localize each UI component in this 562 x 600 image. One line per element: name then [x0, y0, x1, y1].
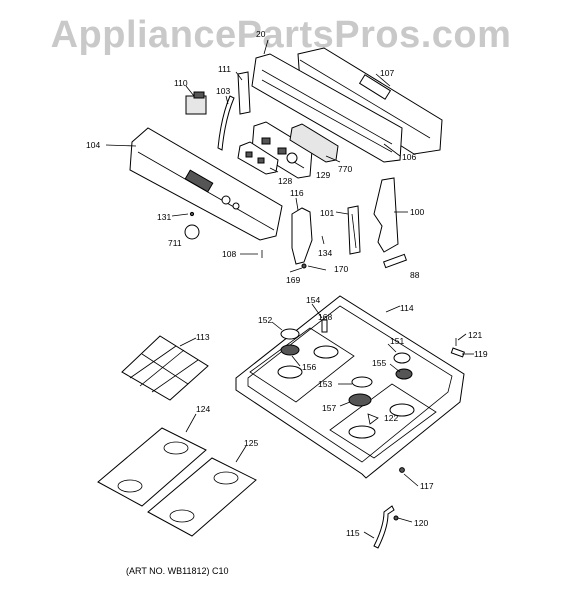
callout-170: 170: [334, 264, 348, 274]
callout-117: 117: [420, 481, 434, 491]
part-88: [382, 253, 408, 269]
part-knob-711: [184, 224, 200, 240]
part-169: [301, 263, 307, 269]
callout-114: 114: [400, 303, 414, 313]
callout-157: 157: [322, 403, 336, 413]
callout-711: 711: [168, 238, 182, 248]
part-control-panel: [129, 127, 283, 241]
callout-20: 20: [256, 29, 266, 39]
callout-104: 104: [86, 140, 100, 150]
callout-155: 155: [372, 358, 386, 368]
part-switch: [185, 91, 207, 115]
callout-121: 121: [468, 330, 482, 340]
callout-169: 169: [286, 275, 300, 285]
part-168: [321, 319, 328, 333]
callout-115: 115: [346, 528, 360, 538]
callout-151: 151: [390, 336, 404, 346]
callout-100: 100: [410, 207, 424, 217]
callout-106: 106: [402, 152, 416, 162]
callout-154: 154: [306, 295, 320, 305]
part-bracket-101: [347, 205, 361, 255]
callout-129: 129: [316, 170, 330, 180]
part-120: [393, 515, 399, 521]
part-burner-156: [277, 344, 339, 379]
callout-101: 101: [320, 208, 334, 218]
part-rod-103: [217, 95, 235, 151]
callout-88: 88: [410, 270, 420, 280]
callout-128: 128: [278, 176, 292, 186]
part-131: [189, 211, 195, 217]
part-bracket-111: [237, 71, 251, 115]
part-end-cap: [291, 207, 313, 265]
callout-113: 113: [196, 332, 210, 342]
part-117: [399, 467, 405, 473]
part-122: [367, 413, 379, 425]
callout-107: 107: [380, 68, 394, 78]
callout-125: 125: [244, 438, 258, 448]
part-cap-153: [351, 376, 373, 388]
part-drip-pan-125: [147, 457, 257, 537]
art-number: (ART NO. WB11812) C10: [126, 566, 229, 576]
part-tube-115: [373, 505, 395, 549]
part-board-128: [237, 141, 279, 175]
callout-labels: 20 107 110 111 103 104 106 128 129 770 1…: [86, 29, 488, 538]
part-grate: [121, 335, 209, 401]
callout-111: 111: [218, 64, 231, 74]
callout-153: 153: [318, 379, 332, 389]
callout-168: 168: [318, 312, 332, 322]
part-side-bracket: [373, 177, 399, 253]
part-134: [321, 235, 325, 245]
callout-152: 152: [258, 315, 272, 325]
callout-103: 103: [216, 86, 230, 96]
callout-156: 156: [302, 362, 316, 372]
part-170: [307, 265, 327, 271]
callout-108: 108: [222, 249, 236, 259]
part-backguard: [251, 53, 403, 163]
part-rear-cover: [297, 47, 443, 155]
callout-116: 116: [290, 188, 304, 198]
callout-134: 134: [318, 248, 332, 258]
callout-119: 119: [474, 349, 488, 359]
callout-122: 122: [384, 413, 398, 423]
callout-110: 110: [174, 78, 188, 88]
part-cap-151: [393, 352, 411, 364]
part-cap-152: [280, 328, 300, 340]
part-cooktop: [235, 295, 465, 479]
part-burner-157: [348, 393, 415, 439]
callout-770: 770: [338, 164, 352, 174]
callout-124: 124: [196, 404, 210, 414]
leader-lines: [105, 39, 474, 539]
callout-131: 131: [157, 212, 171, 222]
part-drip-pan-124: [97, 427, 207, 507]
callout-120: 120: [414, 518, 428, 528]
part-119: [450, 347, 465, 358]
